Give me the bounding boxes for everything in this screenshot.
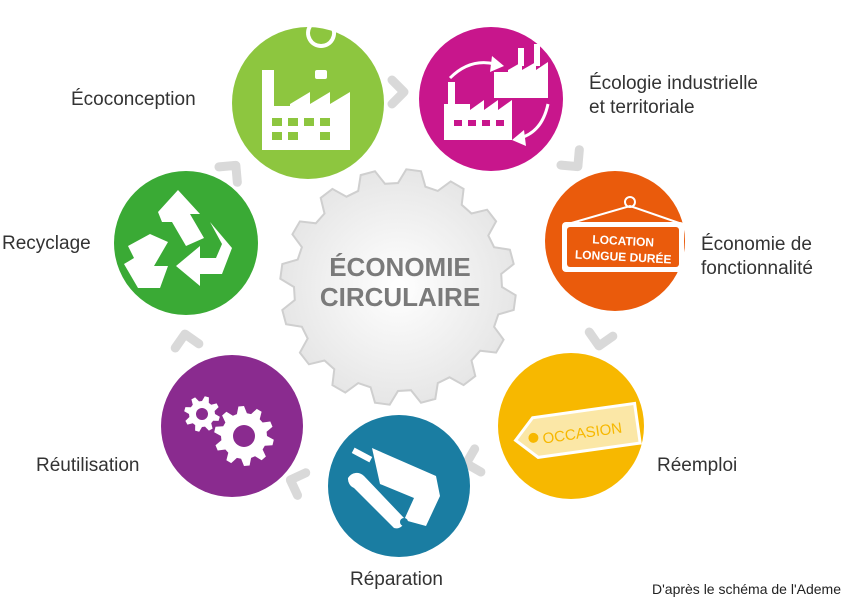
label-ecologie: Écologie industrielle et territoriale [589,72,758,120]
drill-wrench-icon [347,447,440,529]
stage-ecologie [419,27,563,171]
rental-sign-icon [562,196,684,272]
label-recyclage: Recyclage [2,233,91,254]
stage-recyclage [114,171,258,315]
stage-fonctionnalite: LOCATION LONGUE DURÉE [545,171,685,311]
label-fonctionnalite: Économie de fonctionnalité [701,233,813,281]
label-reparation: Réparation [350,569,443,590]
rental-sign-line2: LONGUE DURÉE [575,246,672,266]
stage-reemploi: OCCASION [498,353,644,499]
rental-sign-line1: LOCATION [592,232,654,249]
stage-reutilisation [161,355,303,497]
center-title-line1: ÉCONOMIE [329,252,471,282]
center-title: ÉCONOMIE CIRCULAIRE [300,252,500,312]
label-ecologie-line1: Écologie industrielle [589,73,758,94]
label-fonctionnalite-line1: Économie de [701,234,812,255]
ecologie-circle [419,27,563,171]
flow-chevron [170,329,204,353]
price-tag-icon [513,401,642,459]
label-reemploi: Réemploi [657,455,738,476]
flow-chevron [214,160,242,187]
label-ecologie-line2: et territoriale [589,97,695,118]
factories-exchange-icon [444,44,550,146]
flow-chevron [285,468,311,500]
gears-icon [184,396,274,466]
flow-chevron [387,75,409,109]
stage-ecoconception [232,18,384,179]
stage-reparation [328,415,470,557]
center-gear [279,168,517,406]
label-ecoconception: Écoconception [71,89,196,110]
factory-lightbulb-icon [262,18,350,150]
source-credit: D'après le schéma de l'Ademe [652,581,841,597]
flow-chevron [584,327,618,351]
flow-chevron [556,145,584,172]
label-fonctionnalite-line2: fonctionnalité [701,258,813,279]
label-reutilisation: Réutilisation [36,455,140,476]
center-title-line2: CIRCULAIRE [319,282,481,312]
recycle-icon [124,190,232,288]
